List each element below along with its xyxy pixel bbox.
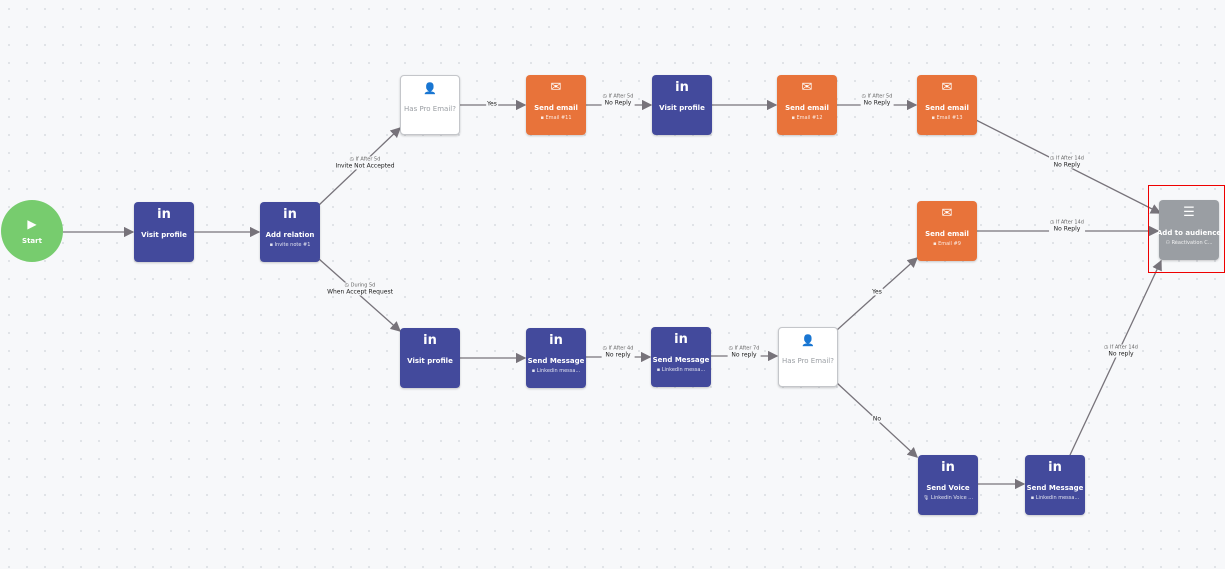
node-email11[interactable]: ✉ Send email ▪ Email #11 bbox=[526, 75, 586, 135]
edge-label: Yes bbox=[486, 100, 498, 108]
mail-icon: ✉ bbox=[941, 206, 953, 221]
clock-icon: ◷ bbox=[1050, 155, 1056, 162]
node-subtitle: ▪ Email #13 bbox=[931, 115, 963, 121]
clock-icon: ◷ bbox=[861, 93, 868, 100]
node-title: Visit profile bbox=[407, 357, 453, 365]
clock-icon: ◷ bbox=[349, 156, 356, 163]
linkedin-icon: in bbox=[283, 207, 297, 222]
node-title: Add relation bbox=[265, 231, 315, 239]
note-icon: 🎙 bbox=[922, 495, 931, 501]
node-title: Visit profile bbox=[141, 231, 187, 239]
node-title: Visit profile bbox=[659, 104, 705, 112]
linkedin-icon: in bbox=[549, 333, 563, 348]
list-add-icon: ☰ bbox=[1183, 205, 1195, 220]
play-icon: ▶ bbox=[27, 217, 37, 231]
mail-icon: ✉ bbox=[550, 80, 562, 95]
mail-icon: ✉ bbox=[941, 80, 953, 95]
node-title: Send email bbox=[534, 104, 578, 112]
node-subtitle: 🎙 Linkedin Voice ... bbox=[922, 495, 974, 501]
edge-label: Yes bbox=[871, 288, 883, 296]
node-cond2[interactable]: 👤 Has Pro Email? bbox=[778, 327, 838, 387]
edge-label: No bbox=[871, 415, 883, 423]
node-subtitle: ▪ Linkedin messa... bbox=[531, 368, 581, 374]
linkedin-icon: in bbox=[157, 207, 171, 222]
start-node[interactable]: ▶ Start bbox=[1, 200, 63, 262]
node-title: Send email bbox=[925, 230, 969, 238]
linkedin-icon: in bbox=[423, 333, 437, 348]
linkedin-icon: in bbox=[675, 80, 689, 95]
node-cond1[interactable]: 👤 Has Pro Email? bbox=[400, 75, 460, 135]
node-email13[interactable]: ✉ Send email ▪ Email #13 bbox=[917, 75, 977, 135]
node-title: Send Message bbox=[527, 357, 585, 365]
node-audience[interactable]: ☰Add to audience⚇ Réactivation C... bbox=[1156, 200, 1222, 260]
node-title: Send Message bbox=[652, 356, 710, 364]
node-title: Add to audience bbox=[1156, 229, 1222, 237]
node-title: Send Voice bbox=[926, 484, 970, 492]
node-subtitle: ▪ Linkedin messa... bbox=[1030, 495, 1080, 501]
node-subtitle: ▪ Email #9 bbox=[933, 241, 961, 247]
node-subtitle: ▪ Email #11 bbox=[540, 115, 572, 121]
node-email12[interactable]: ✉ Send email ▪ Email #12 bbox=[777, 75, 837, 135]
linkedin-icon: in bbox=[1048, 460, 1062, 475]
clock-icon: ◷ bbox=[1104, 344, 1110, 351]
clock-icon: ◷ bbox=[602, 93, 609, 100]
user-info-icon: 👤 bbox=[801, 334, 815, 347]
clock-icon: ◷ bbox=[728, 345, 735, 352]
clock-icon: ◷ bbox=[1050, 219, 1056, 226]
edge bbox=[1069, 259, 1162, 456]
node-title: Send email bbox=[785, 104, 829, 112]
node-subtitle: ▪ Email #12 bbox=[791, 115, 823, 121]
linkedin-icon: in bbox=[941, 460, 955, 475]
node-title: Send email bbox=[925, 104, 969, 112]
node-title: Send Message bbox=[1026, 484, 1084, 492]
node-subtitle: ▪ Invite note #1 bbox=[269, 242, 311, 248]
node-subtitle: ▪ Linkedin messa... bbox=[656, 367, 706, 373]
node-email9[interactable]: ✉ Send email ▪ Email #9 bbox=[917, 201, 977, 261]
mail-icon: ✉ bbox=[801, 80, 813, 95]
selection-highlight bbox=[1148, 185, 1225, 273]
clock-icon: ◷ bbox=[602, 345, 609, 352]
node-title: Has Pro Email? bbox=[404, 105, 456, 113]
clock-icon: ◷ bbox=[344, 282, 351, 289]
user-info-icon: 👤 bbox=[423, 82, 437, 95]
node-title: Has Pro Email? bbox=[782, 357, 834, 365]
linkedin-icon: in bbox=[674, 332, 688, 347]
